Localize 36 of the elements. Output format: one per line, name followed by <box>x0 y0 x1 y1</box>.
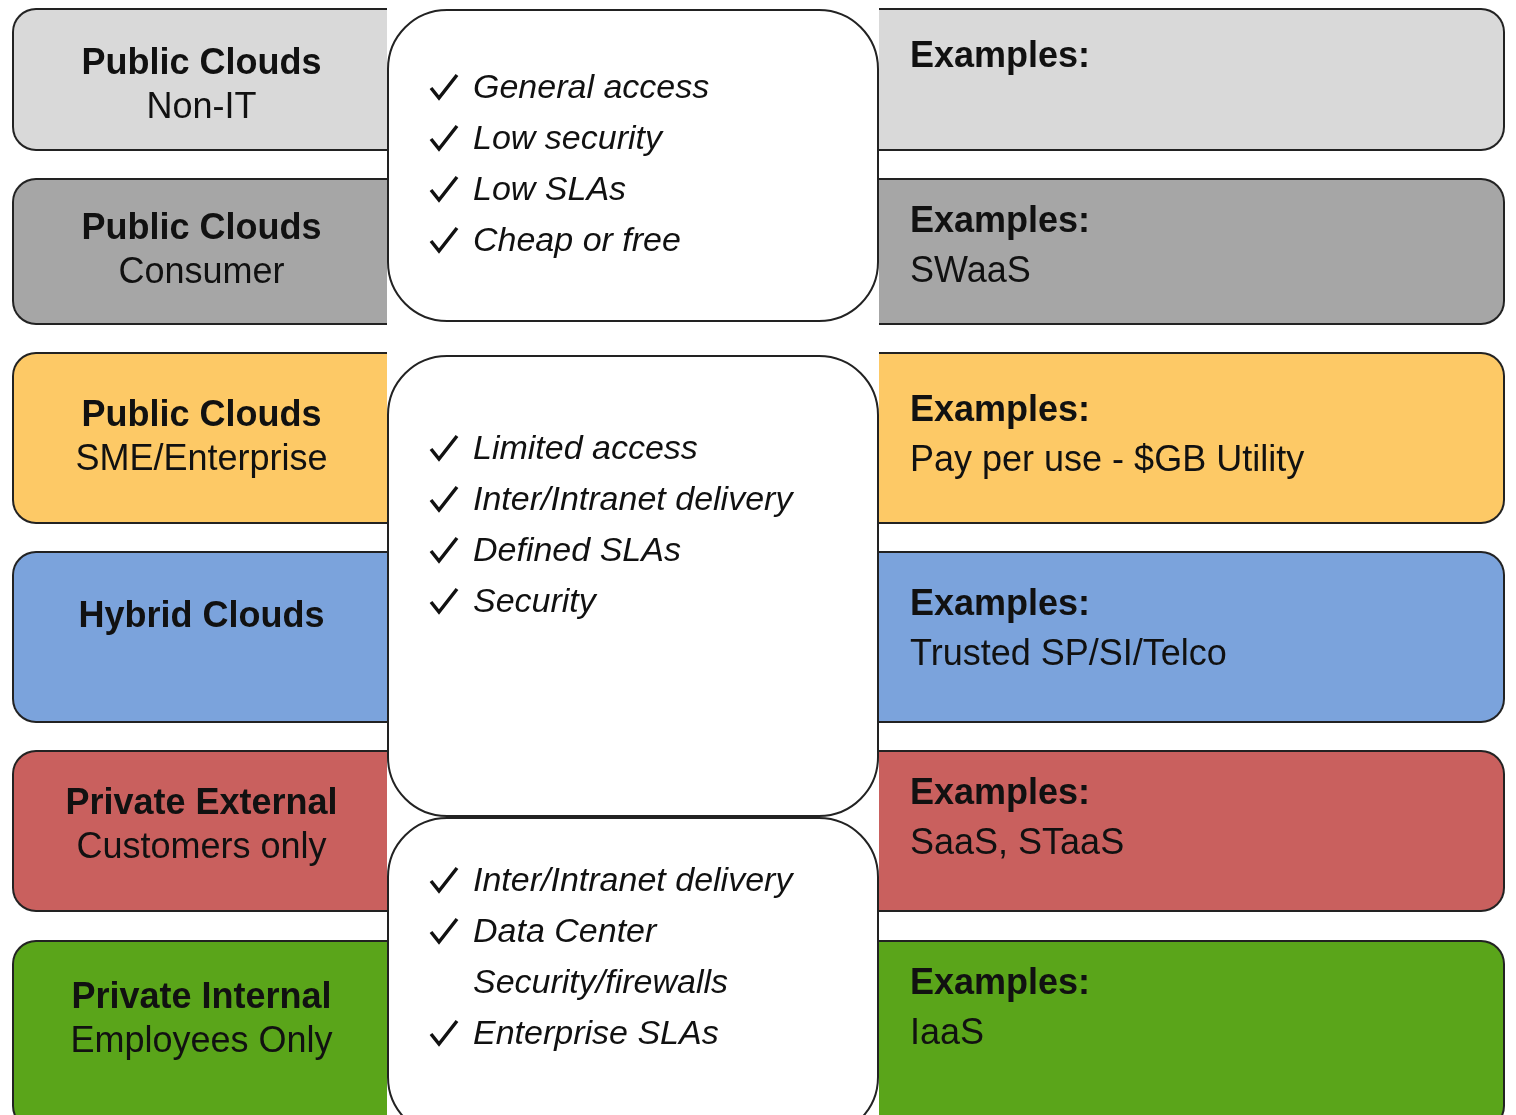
examples-text: IaaS <box>910 1010 985 1054</box>
examples-heading: Examples: <box>910 770 1091 814</box>
examples-text: Trusted SP/SI/Telco <box>910 631 1227 675</box>
feature-text: Enterprise SLAs <box>473 1012 720 1053</box>
tier-subtitle: Employees Only <box>70 1018 333 1062</box>
examples-heading: Examples: <box>910 198 1091 242</box>
feature-card <box>387 817 879 1115</box>
examples-heading: Examples: <box>910 581 1091 625</box>
feature-text: Cheap or free <box>473 219 682 260</box>
tier-title: Public Clouds <box>81 40 322 84</box>
tier-title: Public Clouds <box>81 205 322 249</box>
feature-text: Inter/Intranet delivery <box>473 859 795 900</box>
tier-subtitle: SME/Enterprise <box>75 436 328 480</box>
tier-title: Private External <box>65 780 338 824</box>
feature-text: Defined SLAs <box>473 529 682 570</box>
feature-text: Data Center Security/firewalls <box>473 910 730 1002</box>
examples-heading: Examples: <box>910 33 1091 77</box>
tier-title: Hybrid Clouds <box>78 593 325 637</box>
examples-text: Pay per use - $GB Utility <box>910 437 1305 481</box>
feature-card <box>387 355 879 817</box>
examples-text: SWaaS <box>910 248 1031 292</box>
examples-heading: Examples: <box>910 960 1091 1004</box>
feature-card <box>387 9 879 322</box>
tier-subtitle: Consumer <box>118 249 285 293</box>
feature-text: Limited access <box>473 427 699 468</box>
feature-text: Low SLAs <box>473 168 628 209</box>
examples-heading: Examples: <box>910 387 1091 431</box>
feature-text: Low security <box>473 117 665 158</box>
tier-subtitle: Non-IT <box>146 84 257 128</box>
tier-subtitle: Customers only <box>76 824 327 868</box>
examples-text: SaaS, STaaS <box>910 820 1125 864</box>
tier-title: Public Clouds <box>81 392 322 436</box>
feature-text: Security <box>473 580 599 621</box>
feature-text: General access <box>473 66 711 107</box>
feature-text: Inter/Intranet delivery <box>473 478 795 519</box>
tier-title: Private Internal <box>71 974 332 1018</box>
